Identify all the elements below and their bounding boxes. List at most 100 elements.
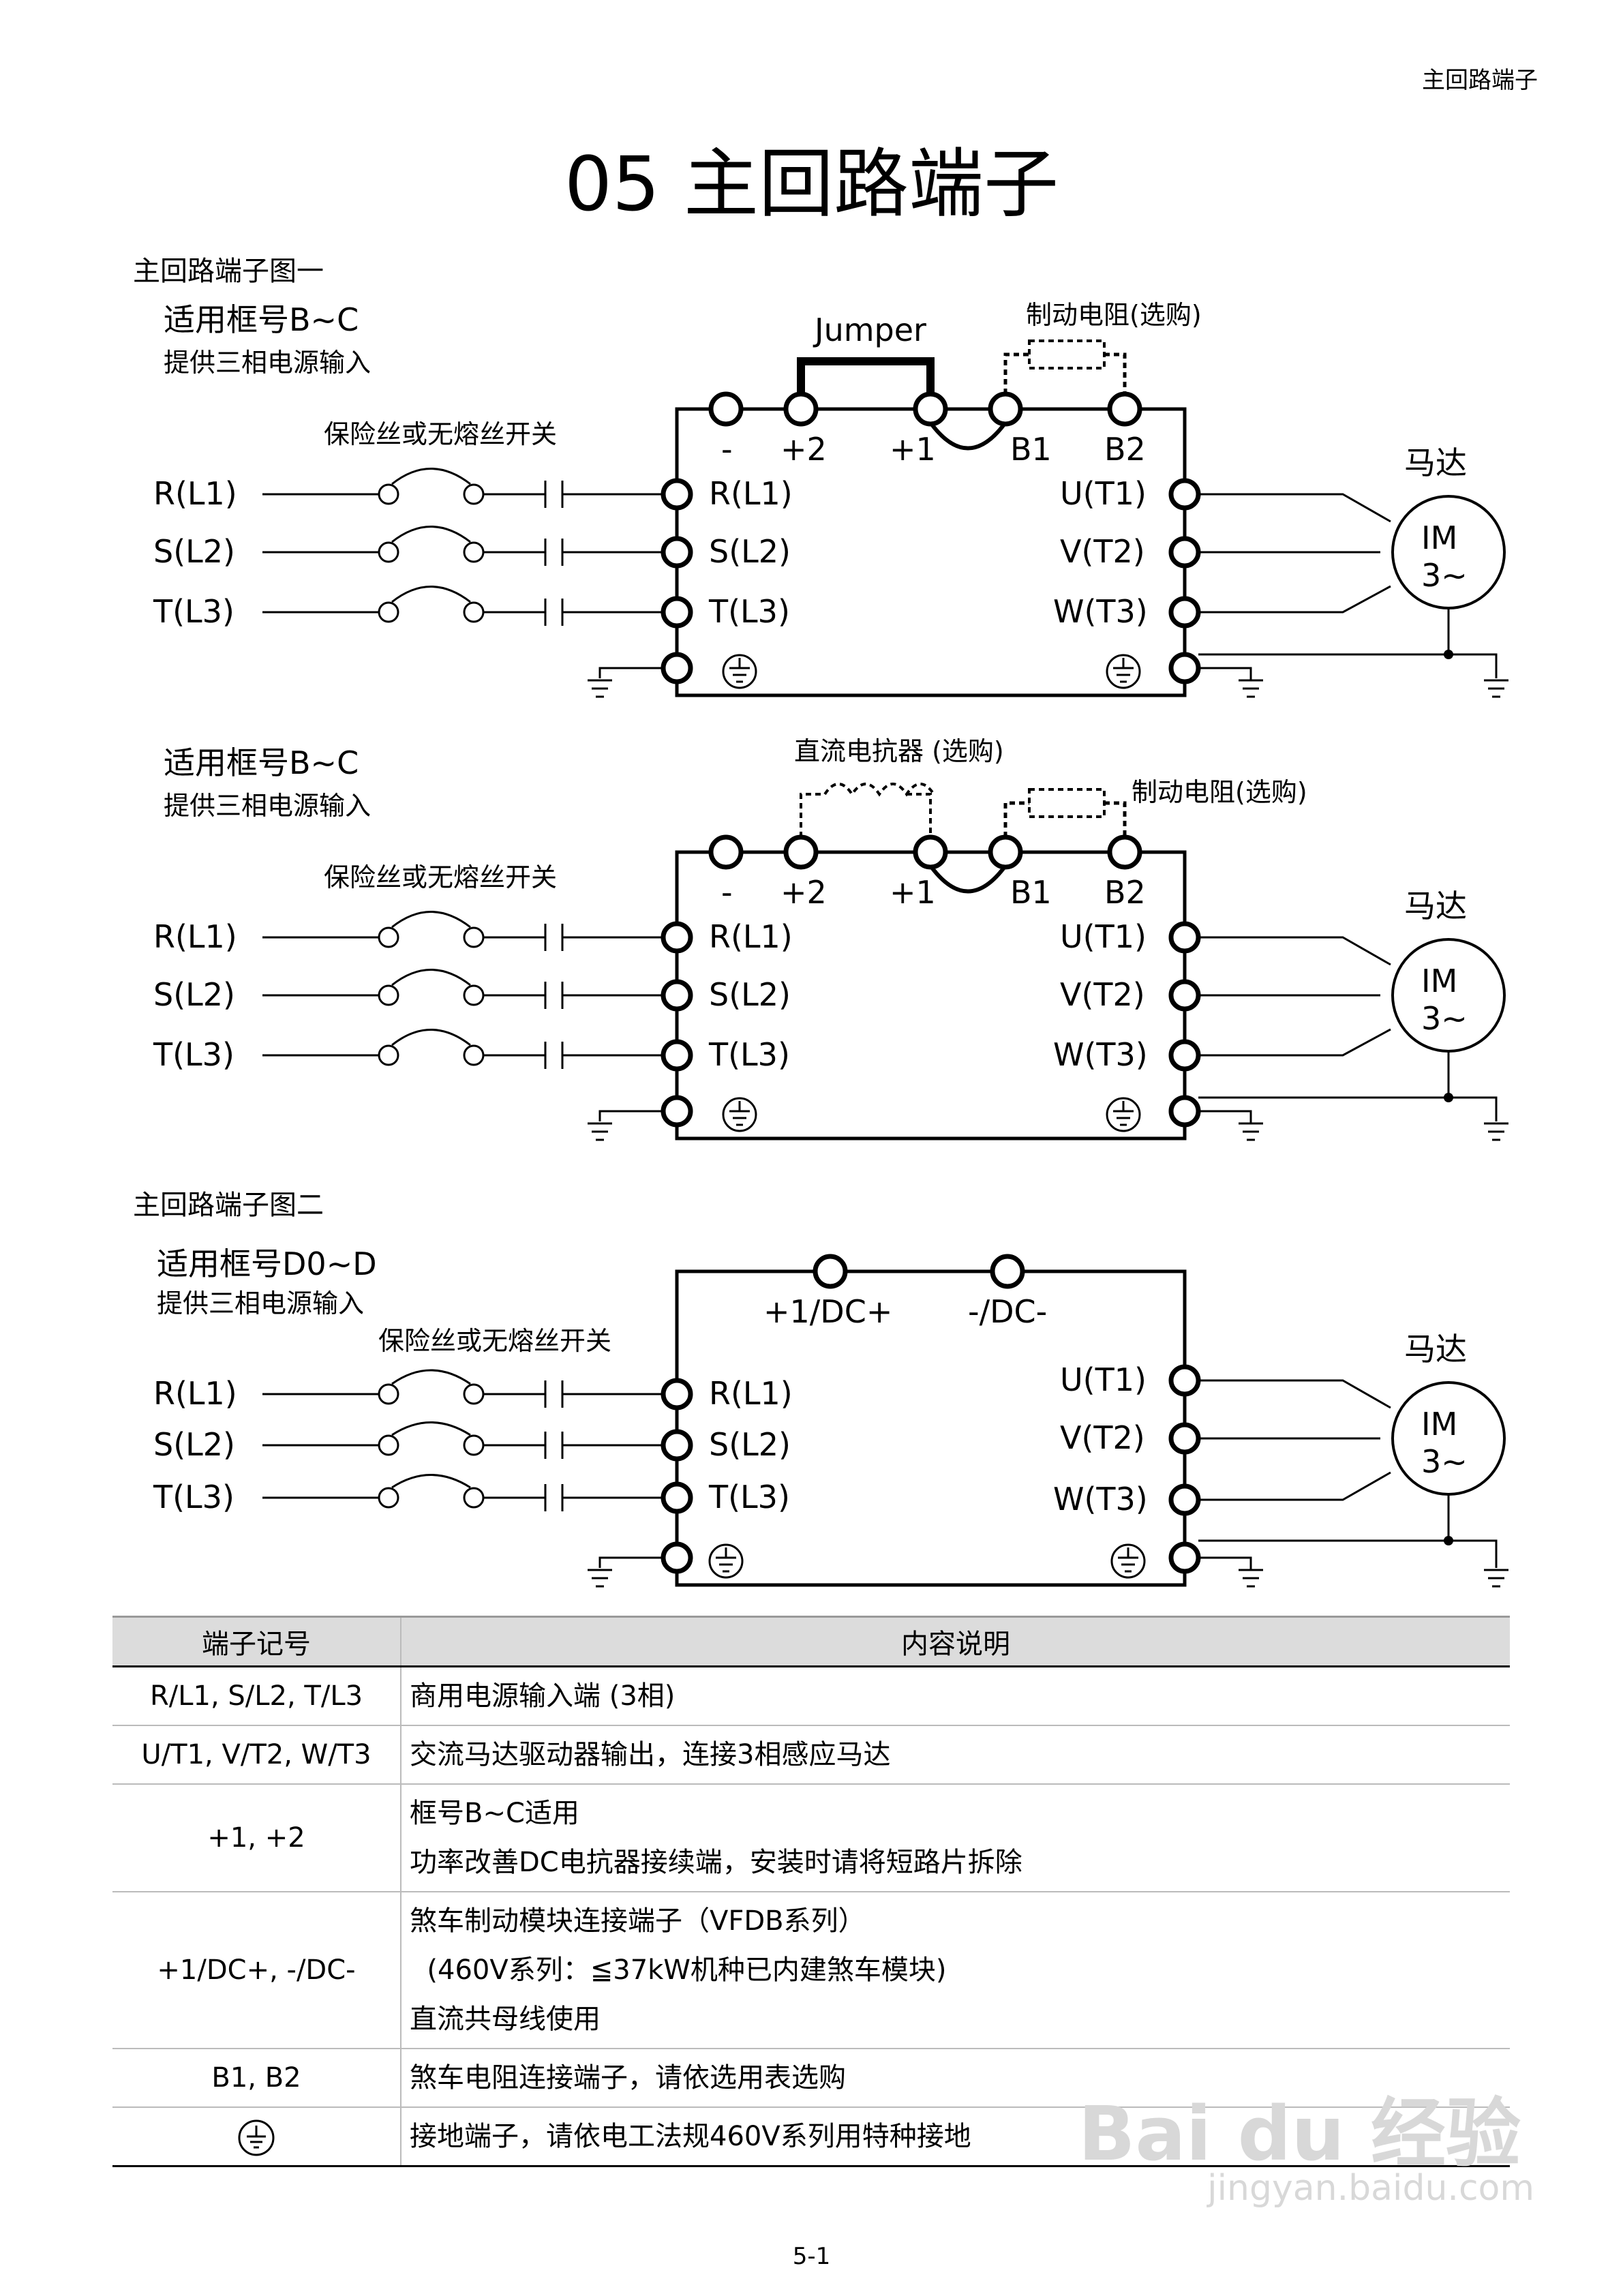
table-row: R/L1, S/L2, T/L3 商用电源输入端 (3相) [112, 1666, 1510, 1726]
line-label-t: T(L3) [153, 593, 234, 630]
output-terminal-u: U(T1) [1060, 475, 1147, 512]
terminal-b2: B2 [1104, 431, 1146, 468]
table-row: B1, B2 煞车电阻连接端子，请依选用表选购 [112, 2049, 1510, 2108]
line-label-t: T(L3) [153, 1036, 234, 1073]
motor-label: 马达 [1404, 1331, 1467, 1368]
page-number: 5-1 [792, 2243, 831, 2270]
description-line: 接地端子，请依电工法规460V系列用特种接地 [410, 2121, 971, 2152]
motor-label: 马达 [1404, 888, 1467, 924]
figure-1-caption: 主回路端子图一 [133, 256, 324, 287]
motor-im: IM [1421, 519, 1457, 556]
line-label-t: T(L3) [153, 1479, 234, 1515]
table-row: 接地端子，请依电工法规460V系列用特种接地 [112, 2107, 1510, 2167]
terminal-minus: - [721, 874, 733, 911]
table-row: U/T1, V/T2, W/T3 交流马达驱动器输出，连接3相感应马达 [112, 1725, 1510, 1785]
terminal-b1: B1 [1010, 874, 1052, 911]
table-row: +1/DC+, -/DC- 煞车制动模块连接端子（VFDB系列） (460V系列… [112, 1892, 1510, 2049]
watermark-logo: Bai du 经验 [1078, 2090, 1521, 2177]
wiring-diagram-2: 适用框号D0~D 提供三相电源输入 保险丝或无熔丝开关 +1/DC+ -/DC-… [153, 1245, 1508, 1588]
output-terminal-w: W(T3) [1053, 1036, 1148, 1073]
terminal-plus1: +1 [890, 431, 936, 468]
terminal-symbol: U/T1, V/T2, W/T3 [112, 1725, 401, 1785]
frame-label: 适用框号B~C [164, 301, 359, 338]
jumper-bar [797, 357, 935, 394]
line-label-r: R(L1) [153, 1375, 237, 1412]
fuse-label: 保险丝或无熔丝开关 [378, 1326, 611, 1356]
frame-label: 适用框号D0~D [157, 1245, 377, 1282]
output-terminal-v: V(T2) [1060, 533, 1145, 570]
motor-im: IM [1421, 963, 1457, 999]
page-title: 05 主回路端子 [564, 140, 1059, 228]
terminal-plus1: +1 [890, 874, 936, 911]
output-terminal-w: W(T3) [1053, 1481, 1148, 1517]
terminal-plus2: +2 [780, 431, 827, 468]
terminal-plus2: +2 [780, 874, 827, 911]
motor-phase: 3~ [1421, 1443, 1468, 1480]
brake-resistor [1028, 339, 1106, 369]
frame-label: 适用框号B~C [164, 744, 359, 781]
output-terminal-u: U(T1) [1060, 918, 1147, 955]
wiring-diagram-1b: 适用框号B~C 提供三相电源输入 保险丝或无熔丝开关 直流电抗器 (选购) 制动… [153, 736, 1508, 1141]
description-line: 直流共母线使用 [410, 2004, 601, 2035]
description-line: (460V系列：≦37kW机种已内建煞车模块) [410, 1954, 947, 1986]
terminal-table: 端子记号 内容说明 R/L1, S/L2, T/L3 商用电源输入端 (3相) … [112, 1616, 1510, 2167]
line-label-s: S(L2) [153, 1426, 235, 1463]
terminal-description: 煞车制动模块连接端子（VFDB系列） (460V系列：≦37kW机种已内建煞车模… [401, 1892, 1510, 2049]
supply-label: 提供三相电源输入 [164, 791, 371, 821]
header-description: 内容说明 [401, 1616, 1510, 1667]
watermark-url: jingyan.baidu.com [1207, 2168, 1534, 2209]
terminal-b1: B1 [1010, 431, 1052, 468]
table-header-row: 端子记号 内容说明 [112, 1616, 1510, 1667]
input-terminal-t: T(L3) [708, 1479, 790, 1515]
input-terminal-r: R(L1) [709, 1375, 793, 1412]
output-terminal-v: V(T2) [1060, 1419, 1145, 1456]
terminal-b2: B2 [1104, 874, 1146, 911]
line-label-s: S(L2) [153, 976, 235, 1013]
supply-label: 提供三相电源输入 [164, 348, 371, 378]
jumper-label: Jumper [813, 312, 926, 348]
dc-reactor-label: 直流电抗器 (选购) [794, 736, 1004, 766]
input-terminal-s: S(L2) [709, 1426, 791, 1463]
input-terminal-t: T(L3) [708, 1036, 790, 1073]
description-line: 功率改善DC电抗器接续端，安装时请将短路片拆除 [410, 1847, 1022, 1878]
brake-resistor-label: 制动电阻(选购) [1026, 300, 1202, 330]
terminal-dc-minus: -/DC- [968, 1293, 1047, 1330]
fuse-label: 保险丝或无熔丝开关 [324, 862, 557, 892]
fuse-label: 保险丝或无熔丝开关 [324, 419, 557, 449]
terminal-dc-plus: +1/DC+ [763, 1293, 892, 1330]
output-terminal-w: W(T3) [1053, 593, 1148, 630]
terminal-symbol: B1, B2 [112, 2049, 401, 2108]
terminal-symbol: R/L1, S/L2, T/L3 [112, 1666, 401, 1726]
line-label-r: R(L1) [153, 918, 237, 955]
motor-phase: 3~ [1421, 1000, 1468, 1037]
description-line: 煞车制动模块连接端子（VFDB系列） [410, 1905, 866, 1937]
table-row: +1, +2 框号B~C适用 功率改善DC电抗器接续端，安装时请将短路片拆除 [112, 1784, 1510, 1892]
terminal-description: 商用电源输入端 (3相) [401, 1666, 1510, 1726]
description-line: 框号B~C适用 [410, 1798, 579, 1829]
description-line: 商用电源输入端 (3相) [410, 1680, 676, 1712]
dc-reactor [800, 783, 935, 837]
input-terminal-r: R(L1) [709, 475, 793, 512]
description-line: 交流马达驱动器输出，连接3相感应马达 [410, 1739, 891, 1770]
terminal-symbol: +1/DC+, -/DC- [112, 1892, 401, 2049]
terminal-symbol [112, 2107, 401, 2167]
terminal-description: 框号B~C适用 功率改善DC电抗器接续端，安装时请将短路片拆除 [401, 1784, 1510, 1892]
input-terminal-s: S(L2) [709, 976, 791, 1013]
motor-label: 马达 [1404, 444, 1467, 481]
terminal-minus: - [721, 431, 733, 468]
motor-phase: 3~ [1421, 557, 1468, 594]
terminal-description: 接地端子，请依电工法规460V系列用特种接地 [401, 2107, 1510, 2167]
line-label-s: S(L2) [153, 533, 235, 570]
description-line: 煞车电阻连接端子，请依选用表选购 [410, 2062, 846, 2094]
brake-resistor-label: 制动电阻(选购) [1132, 777, 1307, 807]
input-terminal-r: R(L1) [709, 918, 793, 955]
jumper-arc [928, 421, 1007, 451]
output-terminal-u: U(T1) [1060, 1361, 1147, 1398]
wiring-diagram-1a: 适用框号B~C 提供三相电源输入 保险丝或无熔丝开关 Jumper 制动电阻(选… [153, 300, 1508, 698]
output-terminal-v: V(T2) [1060, 976, 1145, 1013]
section-label: 主回路端子 [1422, 67, 1538, 94]
motor-im: IM [1421, 1406, 1457, 1442]
brake-resistor [1028, 788, 1106, 818]
ground-icon [238, 2119, 275, 2156]
terminal-description: 煞车电阻连接端子，请依选用表选购 [401, 2049, 1510, 2108]
